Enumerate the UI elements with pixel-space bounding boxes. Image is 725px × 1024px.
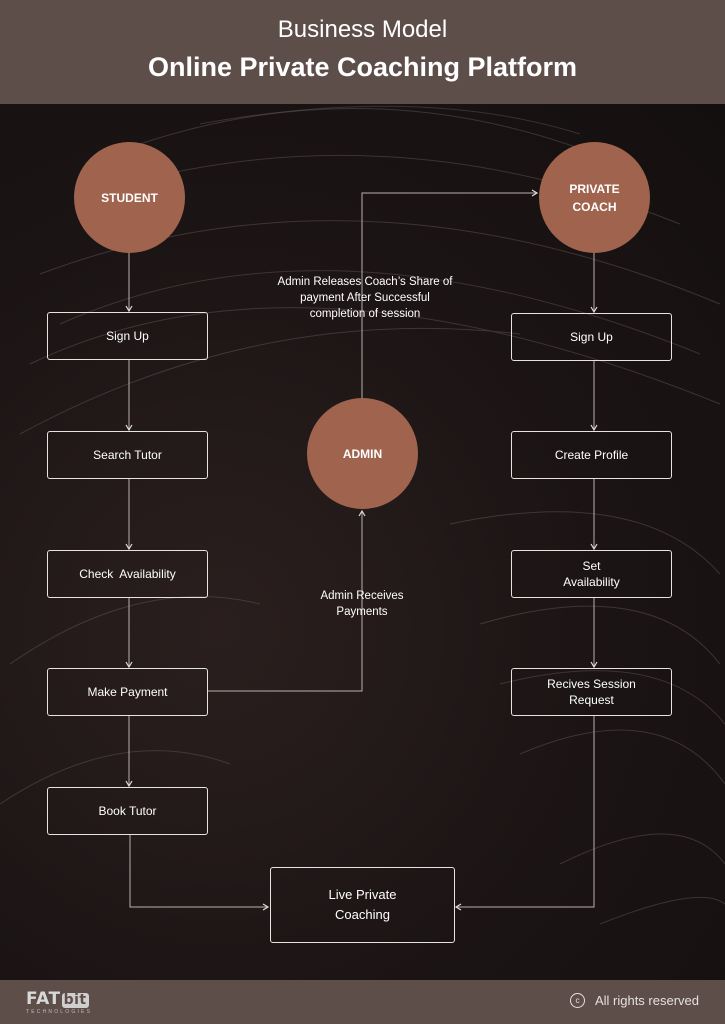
release-payment-note: Admin Releases Coach’s Share of payment … [245,274,485,322]
logo-fat: FAT [26,989,61,1009]
coach-label-line1: PRIVATE [569,181,620,196]
release-note-line3: completion of session [309,308,421,320]
check-availability-box: Check Availability [47,550,208,598]
student-signup-box: Sign Up [47,312,208,360]
session-request-line1: Recives Session [547,677,636,691]
coach-label-line2: COACH [572,199,617,214]
set-availability-line2: Availability [563,575,620,589]
book-tutor-box: Book Tutor [47,787,208,835]
set-availability-label: Set Availability [563,558,619,590]
create-profile-label: Create Profile [554,448,629,462]
receives-note-line2: Payments [336,606,388,618]
student-node: STUDENT [74,142,185,253]
make-payment-label: Make Payment [87,685,168,699]
receives-payment-note: Admin Receives Payments [282,588,442,620]
private-coach-label: PRIVATE COACH [569,180,619,216]
check-availability-label: Check Availability [79,567,176,581]
page-title: Online Private Coaching Platform [147,52,578,82]
logo-subtext: TECHNOLOGIES [26,1009,93,1015]
live-coaching-line1: Live Private [328,887,397,902]
session-request-line2: Request [569,693,614,707]
header: Business Model Online Private Coaching P… [0,0,725,104]
search-tutor-box: Search Tutor [47,431,208,479]
live-coaching-label: Live Private Coaching [329,885,397,925]
make-payment-box: Make Payment [47,668,208,716]
coach-signup-label: Sign Up [570,330,613,344]
live-coaching-box: Live Private Coaching [270,867,455,943]
page-subtitle: Business Model [277,16,448,43]
copyright: c All rights reserved [569,993,699,1008]
coach-signup-box: Sign Up [511,313,672,361]
session-request-label: Recives Session Request [547,676,636,708]
receives-note-line1: Admin Receives [320,590,404,602]
admin-label: ADMIN [342,446,383,461]
session-request-box: Recives Session Request [511,668,672,716]
book-tutor-label: Book Tutor [98,804,157,818]
student-label: STUDENT [101,190,158,205]
logo-bit: bit [61,992,89,1008]
set-availability-box: Set Availability [511,550,672,598]
release-note-line2: payment After Successful [300,292,430,304]
private-coach-node: PRIVATE COACH [539,142,650,253]
admin-node: ADMIN [307,398,418,509]
rights-text: All rights reserved [594,993,699,1008]
student-signup-label: Sign Up [106,329,149,343]
release-note-line1: Admin Releases Coach’s Share of [277,276,453,288]
create-profile-box: Create Profile [511,431,672,479]
copyright-icon: c [569,993,585,1008]
search-tutor-label: Search Tutor [93,448,162,462]
live-coaching-line2: Coaching [335,907,390,922]
set-availability-line1: Set [582,559,601,573]
